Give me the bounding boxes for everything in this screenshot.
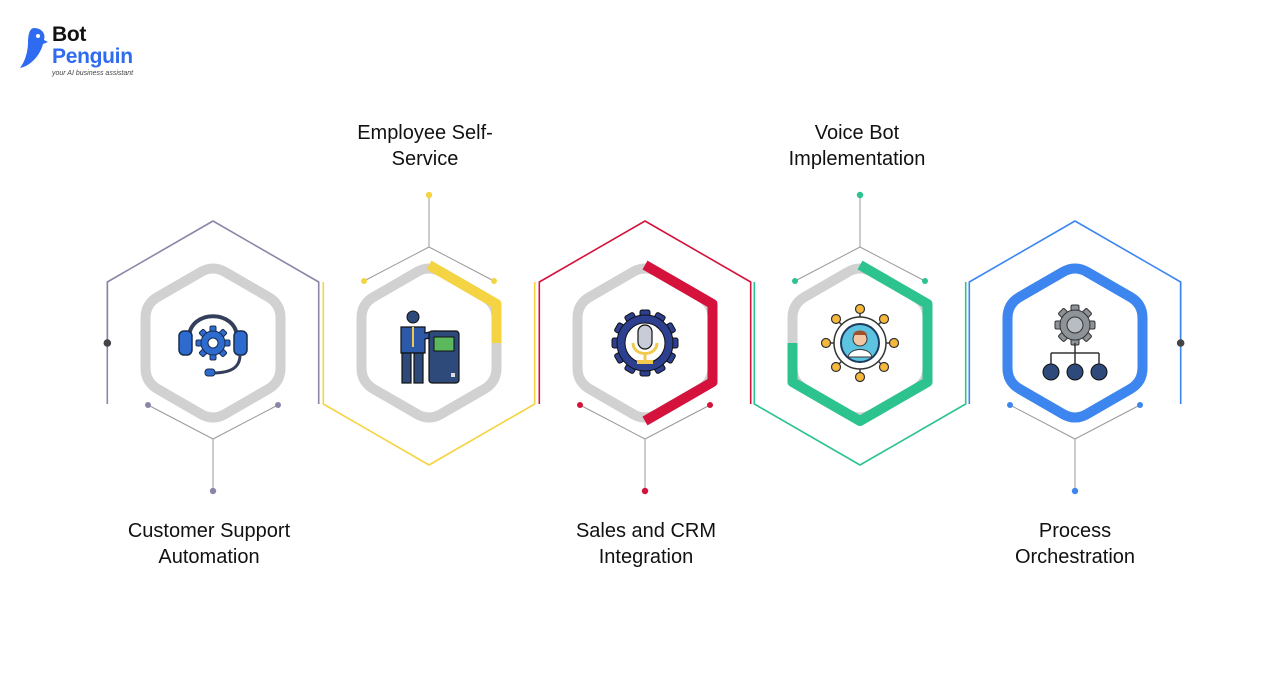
network-node — [830, 361, 842, 373]
brand-name-line2: Penguin — [52, 45, 133, 68]
connector-dot — [209, 487, 217, 495]
label-line: Process — [1038, 520, 1112, 542]
network-node — [854, 371, 866, 383]
label-sales-crm: Sales and CRM Integration — [526, 518, 766, 570]
brand-logo: Bot Penguin your AI business assistant — [18, 24, 158, 84]
connector-dot — [922, 278, 928, 284]
hex-progress-arc — [1002, 263, 1148, 423]
label-line: Sales and CRM — [575, 520, 717, 542]
connector-dot — [577, 402, 583, 408]
label-line: Integration — [598, 546, 694, 568]
hexagon-rings — [140, 260, 1148, 426]
outer-connector — [322, 282, 536, 466]
brand-name-line1: Bot — [52, 23, 87, 46]
label-line: Customer Support — [127, 520, 291, 542]
label-voice-bot: Voice Bot Implementation — [737, 120, 977, 172]
network-node — [830, 313, 842, 325]
employee-kiosk-icon — [400, 310, 460, 384]
connector-dot — [1007, 402, 1013, 408]
outer-connector — [753, 282, 967, 466]
hex-progress-arc — [787, 260, 933, 426]
brand-tagline: your AI business assistant — [52, 70, 134, 77]
connector-dot — [275, 402, 281, 408]
label-line: Service — [391, 148, 459, 170]
label-line: Voice Bot — [814, 122, 900, 144]
hex-progress-arc — [426, 260, 502, 343]
hex-icons — [178, 303, 1108, 384]
connector-dot — [856, 191, 864, 199]
connector-dot — [425, 191, 433, 199]
connector-dot — [1071, 487, 1079, 495]
network-node — [820, 337, 832, 349]
connector-dot — [792, 278, 798, 284]
connector-dot — [641, 487, 649, 495]
gear-hierarchy-icon — [1042, 304, 1108, 381]
connector-dot — [145, 402, 151, 408]
endpoint-dot — [103, 339, 112, 347]
network-node — [878, 313, 890, 325]
network-node — [888, 337, 900, 349]
network-node — [854, 303, 866, 315]
connector-dot — [361, 278, 367, 284]
user-network-icon — [820, 303, 900, 383]
headset-gear-icon — [178, 314, 248, 377]
connector-dot — [707, 402, 713, 408]
endpoint-dot — [1176, 339, 1185, 347]
microphone-gear-icon — [611, 309, 679, 377]
outer-connector — [538, 220, 752, 404]
label-employee-self-service: Employee Self- Service — [305, 120, 545, 172]
label-customer-support: Customer Support Automation — [89, 518, 329, 570]
hex-progress-arc — [642, 260, 718, 426]
connector-lines — [103, 191, 1185, 495]
label-line: Orchestration — [1014, 546, 1136, 568]
label-line: Employee Self- — [357, 122, 493, 144]
connector-dot — [1137, 402, 1143, 408]
network-node — [878, 361, 890, 373]
label-process-orchestration: Process Orchestration — [955, 518, 1195, 570]
label-line: Implementation — [788, 148, 926, 170]
label-line: Automation — [158, 546, 260, 568]
penguin-logo-icon — [20, 28, 48, 68]
connector-dot — [491, 278, 497, 284]
